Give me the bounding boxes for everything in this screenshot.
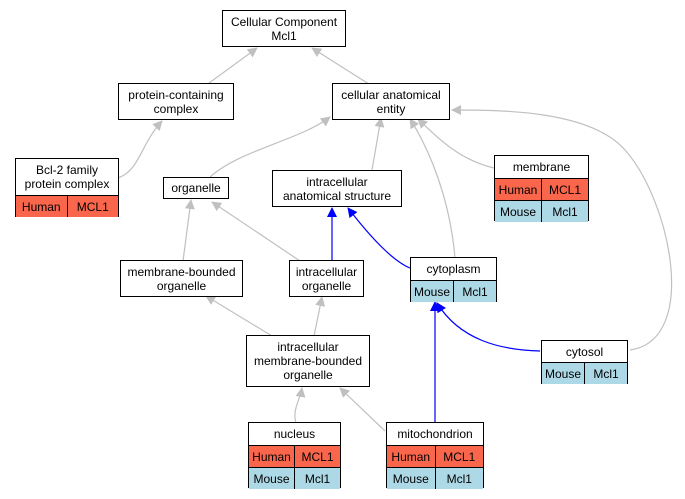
cytoplasm-line1: cytoplasm	[426, 262, 481, 276]
node-bcl2-family-protein-complex[interactable]: Bcl-2 family protein complex Human MCL1	[15, 158, 119, 217]
membrane-line1: membrane	[512, 160, 571, 174]
io-line1: intracellular	[295, 264, 358, 279]
edge-nucleus-imbo	[294, 387, 306, 424]
mitochondrion-mouse-row: Mouse Mcl1	[387, 467, 483, 489]
node-cytoplasm[interactable]: cytoplasm Mouse Mcl1	[410, 257, 497, 302]
cytoplasm-mouse-gene: Mcl1	[453, 281, 496, 302]
node-cellular-anatomical-entity[interactable]: cellular anatomical entity	[332, 83, 450, 120]
membrane-human-species: Human	[498, 182, 538, 197]
node-intracellular-membrane-bounded-organelle[interactable]: intracellular membrane-bounded organelle	[246, 335, 370, 387]
mitochondrion-mouse-species: Mouse	[392, 471, 429, 486]
cytosol-mouse-species: Mouse	[544, 366, 582, 381]
node-cytosol[interactable]: cytosol Mouse Mcl1	[541, 340, 628, 384]
membrane-human-gene: MCL1	[541, 179, 588, 200]
cae-line1: cellular anatomical	[341, 87, 441, 102]
edge-organelle-cae	[209, 116, 331, 178]
edge-membrane-cae	[417, 118, 495, 169]
bcl2-human-species: Human	[21, 199, 61, 214]
bcl2-human-row: Human MCL1	[16, 195, 118, 217]
edge-ias-cae	[371, 117, 385, 171]
mitochondrion-human-gene: MCL1	[434, 446, 484, 467]
ias-line2: anatomical structure	[282, 188, 392, 203]
mbo-line2: organelle	[156, 278, 207, 293]
mitochondrion-mouse-gene: Mcl1	[434, 468, 484, 489]
mitochondrion-human-species: Human	[391, 449, 431, 464]
ias-line1: intracellular	[306, 174, 368, 189]
edge-io-organelle	[211, 201, 301, 262]
nucleus-human-species: Human	[252, 449, 291, 464]
root-line2: Mcl1	[271, 28, 297, 43]
io-line2: organelle	[301, 278, 352, 293]
node-protein-containing-complex[interactable]: protein-containing complex	[118, 83, 234, 120]
edge-pcc-root	[204, 47, 258, 87]
root-line1: Cellular Component	[230, 14, 338, 29]
nucleus-human-gene: MCL1	[294, 446, 340, 467]
node-intracellular-anatomical-structure[interactable]: intracellular anatomical structure	[272, 170, 402, 207]
mitochondrion-human-row: Human MCL1	[387, 445, 483, 467]
cae-line2: entity	[376, 101, 406, 116]
nucleus-mouse-row: Mouse Mcl1	[249, 467, 340, 489]
cytoplasm-mouse-row: Mouse Mcl1	[411, 280, 496, 302]
nucleus-mouse-species: Mouse	[253, 471, 290, 486]
nucleus-human-row: Human MCL1	[249, 445, 340, 467]
nucleus-mouse-gene: Mcl1	[294, 468, 340, 489]
edge-bcl2-pcc	[117, 120, 163, 179]
node-mitochondrion[interactable]: mitochondrion Human MCL1 Mouse Mcl1	[386, 422, 484, 489]
edge-cytosol-cytoplasm	[436, 302, 541, 352]
cytosol-mouse-gene: Mcl1	[584, 363, 627, 384]
cytoplasm-mouse-species: Mouse	[413, 284, 451, 299]
edge-cytoplasm-cae	[409, 118, 456, 259]
nucleus-line1: nucleus	[273, 427, 316, 441]
edge-mbo-organelle	[182, 199, 195, 262]
mbo-line1: membrane-bounded	[127, 264, 236, 279]
bcl2-line2: protein complex	[24, 177, 110, 191]
node-organelle[interactable]: organelle	[163, 177, 229, 199]
node-membrane-bounded-organelle[interactable]: membrane-bounded organelle	[120, 260, 243, 297]
node-cellular-component-root[interactable]: Cellular Component Mcl1	[222, 10, 346, 47]
edge-cytosol-cae	[451, 105, 673, 351]
membrane-mouse-gene: Mcl1	[541, 201, 588, 222]
pcc-line2: complex	[153, 101, 199, 116]
cytosol-mouse-row: Mouse Mcl1	[542, 362, 627, 384]
imbo-line2: membrane-bounded	[253, 354, 363, 368]
bcl2-line1: Bcl-2 family	[35, 163, 98, 177]
organelle-line1: organelle	[171, 181, 221, 195]
pcc-line1: protein-containing	[128, 87, 224, 102]
imbo-line1: intracellular	[277, 340, 339, 354]
bcl2-human-gene: MCL1	[66, 196, 119, 217]
membrane-mouse-species: Mouse	[499, 204, 537, 219]
node-nucleus[interactable]: nucleus Human MCL1 Mouse Mcl1	[248, 422, 341, 489]
edge-imbo-io	[313, 296, 326, 337]
node-intracellular-organelle[interactable]: intracellular organelle	[289, 260, 364, 297]
mitochondrion-line1: mitochondrion	[397, 427, 473, 441]
edge-cae-root	[311, 47, 373, 87]
membrane-mouse-row: Mouse Mcl1	[495, 200, 588, 222]
edge-cytoplasm-ias	[347, 207, 411, 269]
edge-mito-imbo	[339, 387, 386, 432]
imbo-line3: organelle	[283, 368, 333, 382]
cytosol-line1: cytosol	[565, 344, 604, 359]
edge-imbo-mbo	[205, 295, 273, 337]
node-membrane[interactable]: membrane Human MCL1 Mouse Mcl1	[494, 155, 589, 222]
membrane-human-row: Human MCL1	[495, 178, 588, 200]
